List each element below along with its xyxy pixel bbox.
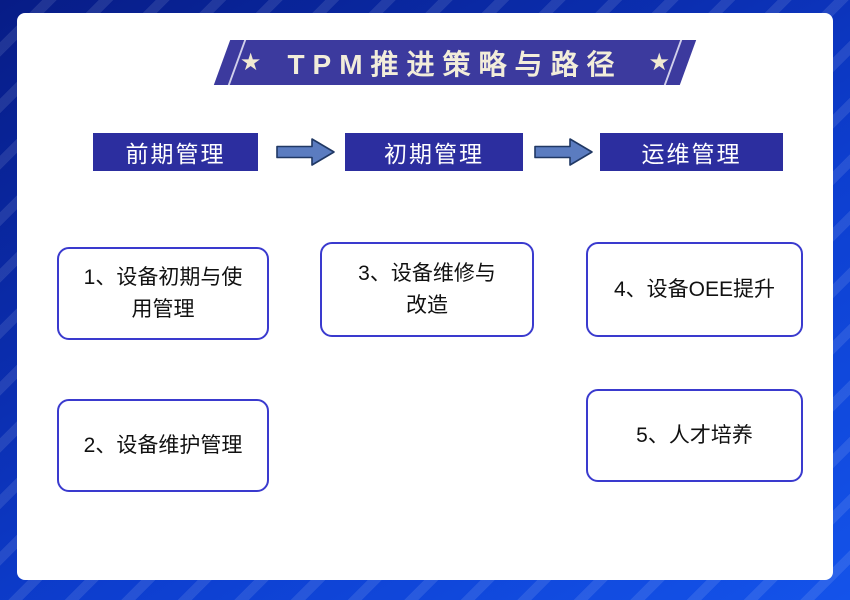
card-equipment-initial-use-management: 1、设备初期与使 用管理 (57, 247, 269, 340)
flow-arrow-icon (276, 138, 335, 166)
card-talent-development: 5、人才培养 (586, 389, 803, 482)
stage-box-operations-management: 运维管理 (600, 133, 783, 171)
star-icon-left: ★ (239, 48, 262, 76)
card-equipment-oee-improvement: 4、设备OEE提升 (586, 242, 803, 337)
stage-box-initial-management: 初期管理 (345, 133, 523, 171)
star-icon-right: ★ (648, 48, 671, 76)
stage-box-early-management: 前期管理 (93, 133, 258, 171)
flow-arrow-icon (534, 138, 593, 166)
page-title: TPM推进策略与路径 (287, 48, 623, 80)
card-equipment-repair-retrofit: 3、设备维修与 改造 (320, 242, 534, 337)
title-banner-content: ★ TPM推进策略与路径 ★ (222, 40, 688, 85)
card-equipment-maintenance-management: 2、设备维护管理 (57, 399, 269, 492)
